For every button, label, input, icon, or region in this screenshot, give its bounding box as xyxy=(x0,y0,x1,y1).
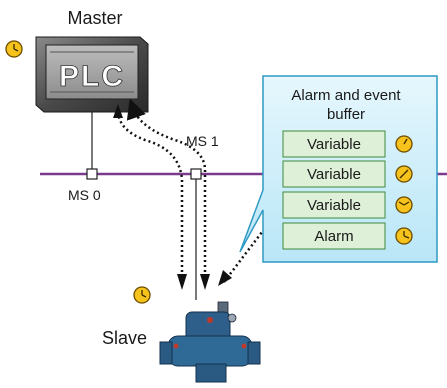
node-ms1 xyxy=(190,168,202,180)
plc-label: PLC xyxy=(59,60,125,93)
clock-icon xyxy=(395,135,413,153)
buffer-row-label: Variable xyxy=(307,197,361,214)
arrow-up-2 xyxy=(116,109,184,282)
clock-icon xyxy=(395,227,413,245)
master-title: Master xyxy=(67,8,122,28)
master-clock-icon xyxy=(5,40,23,58)
node-ms0 xyxy=(86,168,98,180)
buffer-title-line1: Alarm and event xyxy=(291,87,401,104)
arrow-down-head xyxy=(177,274,187,290)
slave-clock-icon xyxy=(133,286,151,304)
buffer-row-label: Variable xyxy=(307,166,361,183)
slave-title: Slave xyxy=(102,328,147,348)
buffer-row-3: Alarm xyxy=(282,222,413,250)
clock-icon xyxy=(395,196,413,214)
clock-icon xyxy=(395,165,413,183)
plc-device: PLC xyxy=(35,36,149,113)
buffer-row-0: Variable xyxy=(282,130,413,158)
arrow-to-buffer xyxy=(223,231,263,283)
buffer-row-1: Variable xyxy=(282,160,413,188)
buffer-row-label: Alarm xyxy=(314,228,353,245)
label-ms0: MS 0 xyxy=(68,187,101,203)
buffer-row-2: Variable xyxy=(282,191,413,219)
label-ms1: MS 1 xyxy=(186,133,219,149)
valve-device xyxy=(159,301,261,383)
buffer-title-line2: buffer xyxy=(327,106,365,123)
buffer-row-label: Variable xyxy=(307,136,361,153)
